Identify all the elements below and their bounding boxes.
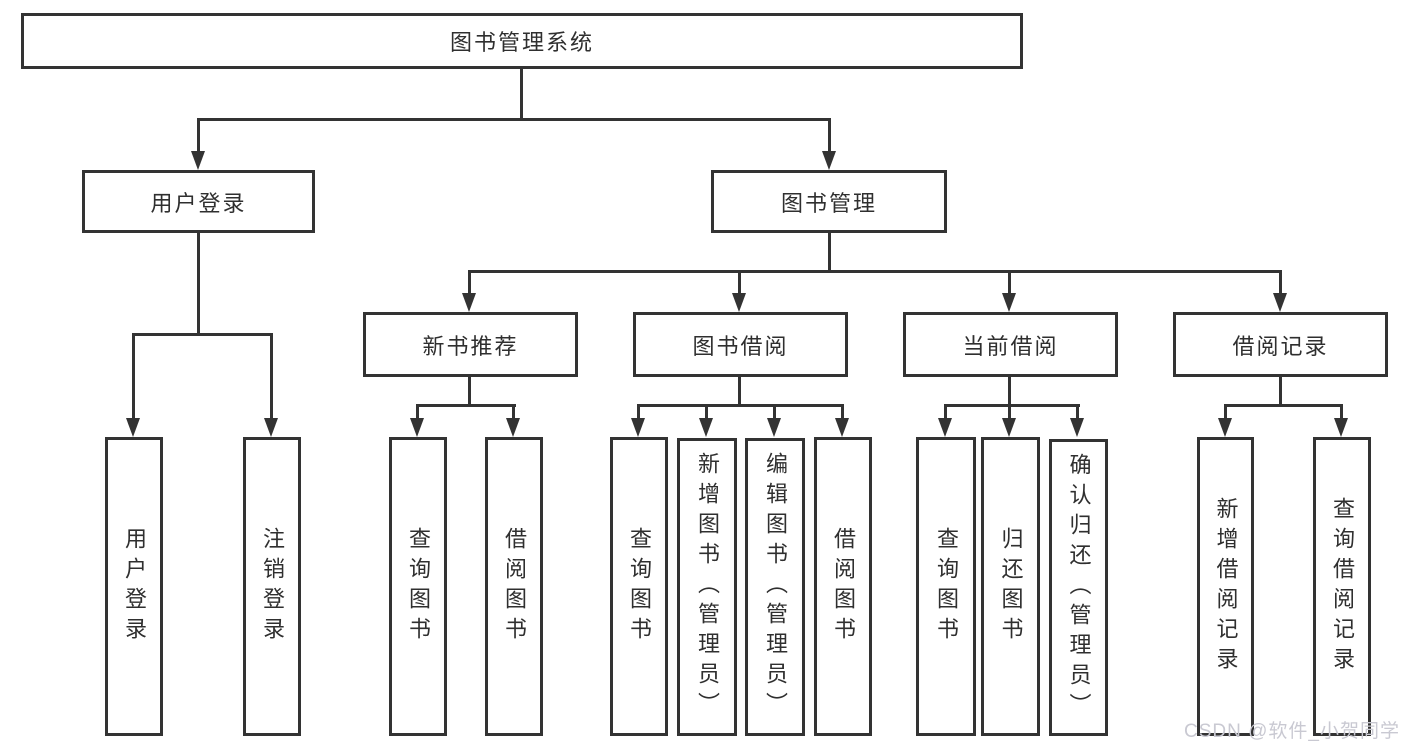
node-label: 注销登录 xyxy=(260,526,285,647)
connector-line xyxy=(841,404,844,420)
watermark: CSDN @软件_小贺同学 xyxy=(1184,721,1400,742)
connector-arrowhead xyxy=(938,418,952,437)
node-label: 编辑图书（管理员） xyxy=(763,452,788,722)
connector-arrowhead xyxy=(835,418,849,437)
node-label: 查询图书 xyxy=(934,526,959,647)
node-borrowing-records: 借阅记录 xyxy=(1173,312,1388,377)
node-label: 确认归还（管理员） xyxy=(1066,452,1092,723)
leaf-user-login: 用户登录 xyxy=(105,437,163,736)
connector-line xyxy=(197,118,831,121)
connector-line xyxy=(132,333,273,336)
leaf-borrowing-add-books-admin: 新增图书（管理员） xyxy=(677,438,737,736)
connector-line xyxy=(468,270,471,294)
connector-line xyxy=(944,404,1080,407)
connector-arrowhead xyxy=(1002,418,1016,437)
connector-line xyxy=(512,404,515,420)
connector-line xyxy=(1008,270,1011,294)
connector-line xyxy=(1076,404,1079,420)
connector-line xyxy=(270,333,273,419)
connector-arrowhead xyxy=(631,418,645,437)
connector-arrowhead xyxy=(1273,293,1287,312)
node-label: 借阅图书 xyxy=(831,526,856,647)
connector-line xyxy=(1008,377,1011,407)
connector-line xyxy=(637,404,640,420)
connector-line xyxy=(468,270,1282,273)
connector-line xyxy=(1224,404,1227,420)
node-book-borrowing: 图书借阅 xyxy=(633,312,848,377)
connector-arrowhead xyxy=(732,293,746,312)
leaf-records-search-borrow-record: 查询借阅记录 xyxy=(1313,437,1371,736)
leaf-borrowing-borrow-books: 借阅图书 xyxy=(814,437,872,736)
node-label: 图书管理系统 xyxy=(449,30,594,55)
connector-line xyxy=(416,404,419,420)
connector-arrowhead xyxy=(264,418,278,437)
node-label: 图书管理 xyxy=(780,190,877,216)
connector-arrowhead xyxy=(410,418,424,437)
node-label: 查询图书 xyxy=(627,526,652,647)
leaf-borrowing-edit-books-admin: 编辑图书（管理员） xyxy=(745,438,805,736)
node-label: 借阅图书 xyxy=(502,526,527,647)
leaf-current-return-books: 归还图书 xyxy=(981,437,1040,736)
connector-line xyxy=(828,118,831,152)
connector-line xyxy=(520,69,523,121)
node-label: 当前借阅 xyxy=(962,333,1059,359)
connector-arrowhead xyxy=(506,418,520,437)
node-label: 用户登录 xyxy=(150,190,247,216)
connector-arrowhead xyxy=(822,151,836,170)
connector-line xyxy=(705,404,708,420)
connector-arrowhead xyxy=(1070,418,1084,437)
connector-arrowhead xyxy=(1334,418,1348,437)
connector-line xyxy=(197,233,200,336)
connector-line xyxy=(773,404,776,420)
connector-line xyxy=(1279,377,1282,407)
leaf-recommend-borrow-books: 借阅图书 xyxy=(485,437,543,736)
connector-line xyxy=(944,404,947,420)
node-label: 查询借阅记录 xyxy=(1330,496,1355,677)
connector-arrowhead xyxy=(1218,418,1232,437)
node-current-borrowing: 当前借阅 xyxy=(903,312,1118,377)
connector-arrowhead xyxy=(191,151,205,170)
node-label: 新书推荐 xyxy=(422,333,519,359)
connector-arrowhead xyxy=(462,293,476,312)
connector-line xyxy=(416,404,516,407)
connector-line xyxy=(132,333,135,419)
connector-line xyxy=(1008,404,1011,420)
connector-line xyxy=(197,118,200,152)
connector-line xyxy=(468,377,471,407)
connector-line xyxy=(738,270,741,294)
node-label: 图书借阅 xyxy=(692,333,789,359)
connector-arrowhead xyxy=(1002,293,1016,312)
node-user-login: 用户登录 xyxy=(82,170,315,233)
connector-line xyxy=(738,377,741,407)
node-label: 新增借阅记录 xyxy=(1213,496,1239,677)
connector-line xyxy=(828,233,831,273)
node-label: 用户登录 xyxy=(122,526,147,647)
connector-line xyxy=(1279,270,1282,294)
leaf-borrowing-search-books: 查询图书 xyxy=(610,437,668,736)
connector-arrowhead xyxy=(126,418,140,437)
node-label: 借阅记录 xyxy=(1232,333,1329,359)
connector-arrowhead xyxy=(699,418,713,437)
leaf-current-confirm-return-admin: 确认归还（管理员） xyxy=(1049,439,1108,736)
leaf-recommend-search-books: 查询图书 xyxy=(389,437,447,736)
leaf-records-add-borrow-record: 新增借阅记录 xyxy=(1197,437,1254,736)
connector-line xyxy=(1224,404,1343,407)
node-label: 查询图书 xyxy=(406,526,431,647)
connector-line xyxy=(637,404,844,407)
node-library-management-system: 图书管理系统 xyxy=(21,13,1023,69)
node-label: 新增图书（管理员） xyxy=(695,452,720,722)
connector-line xyxy=(1340,404,1343,420)
node-book-management: 图书管理 xyxy=(711,170,947,233)
node-new-book-recommendation: 新书推荐 xyxy=(363,312,578,377)
leaf-current-search-books: 查询图书 xyxy=(916,437,976,736)
connector-arrowhead xyxy=(767,418,781,437)
node-label: 归还图书 xyxy=(998,526,1024,647)
leaf-logout: 注销登录 xyxy=(243,437,301,736)
